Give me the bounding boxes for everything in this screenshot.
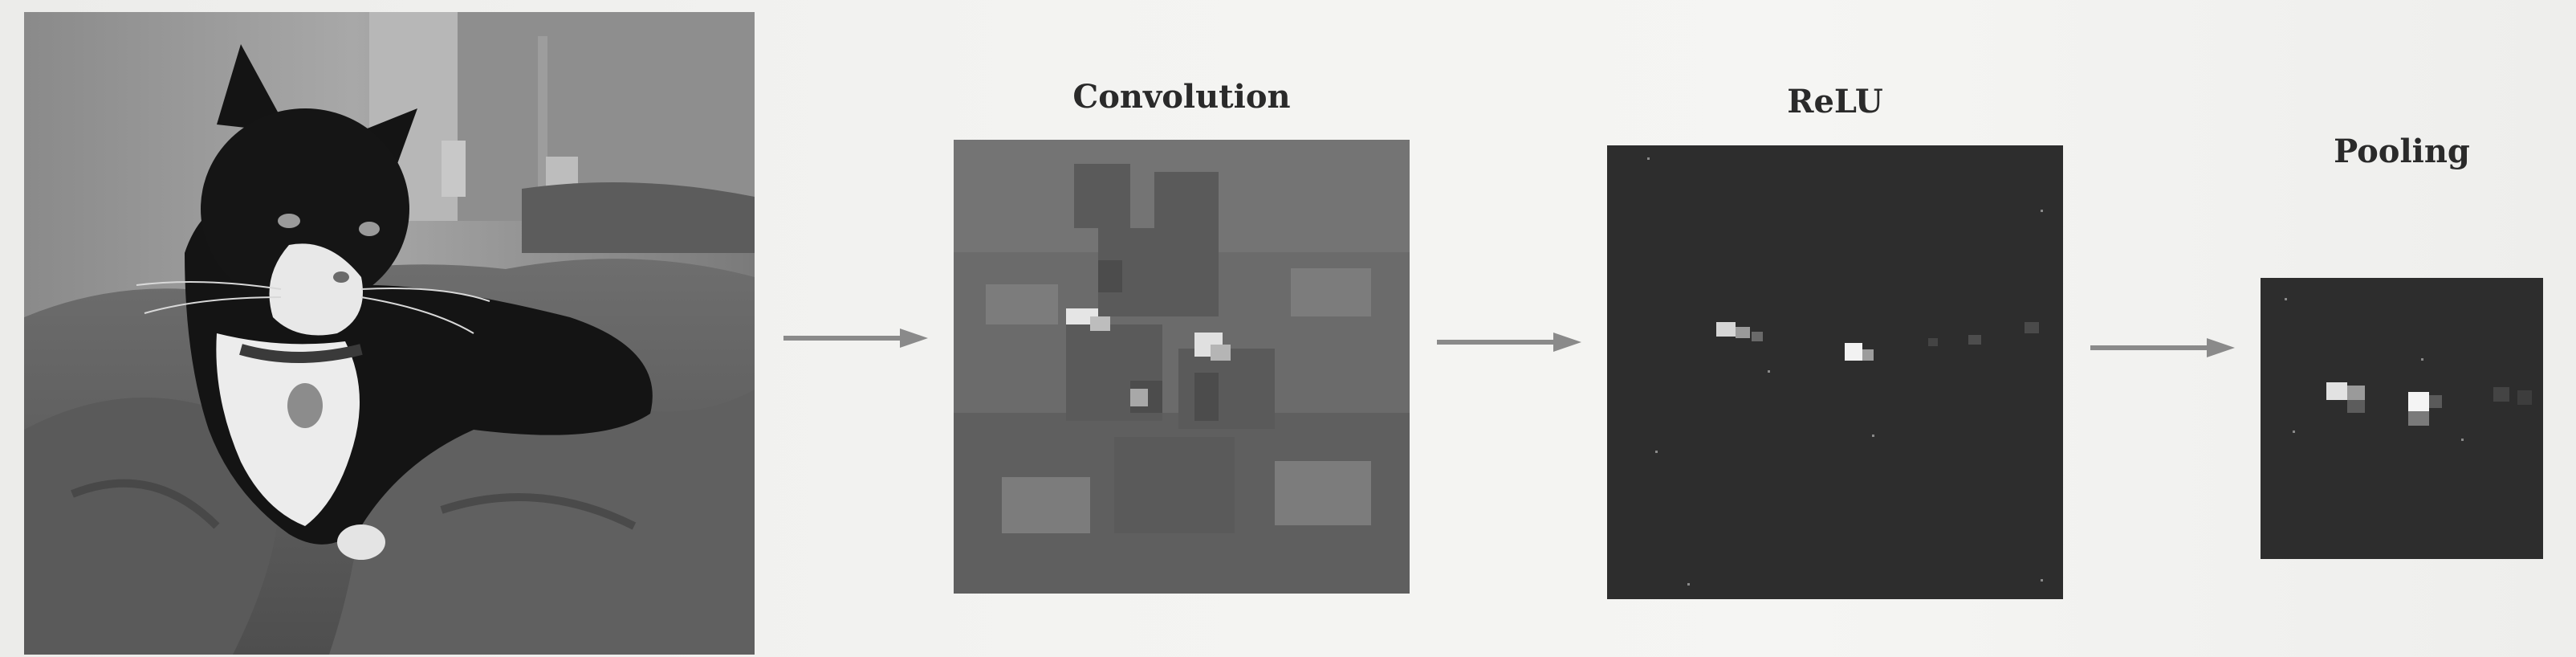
relu-feature-map <box>1607 145 2063 599</box>
arrow-input-to-convolution <box>783 328 928 348</box>
relu-label: ReLU <box>1787 83 1883 120</box>
arrow-convolution-to-relu <box>1437 333 1581 352</box>
cat-photo-icon <box>24 12 755 655</box>
pooling-feature-map <box>2261 278 2543 559</box>
convolution-feature-map <box>954 140 1410 594</box>
pooling-label: Pooling <box>2334 133 2470 170</box>
input-cat-image <box>24 12 755 655</box>
arrow-relu-to-pooling <box>2090 338 2235 357</box>
convolution-label: Convolution <box>1072 78 1291 116</box>
relu-map-image <box>1607 145 2063 599</box>
convolution-map-image <box>954 140 1410 594</box>
pooling-map-image <box>2261 278 2543 559</box>
